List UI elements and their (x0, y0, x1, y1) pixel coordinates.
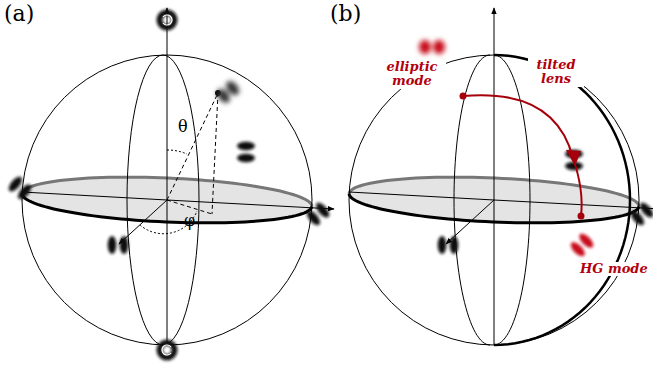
hg-mode-icon (628, 201, 653, 228)
angle-arc (140, 211, 197, 234)
donut-ring (160, 343, 175, 358)
hg-mode-icon (108, 236, 128, 254)
axis (494, 200, 653, 209)
transformation-arc (463, 95, 573, 158)
general-mode-icon (214, 79, 241, 105)
angle-label: φ (184, 212, 195, 230)
mode-sphere (348, 8, 653, 345)
dashed-line (212, 93, 218, 214)
elliptic-mode-icon (419, 40, 445, 54)
axis (494, 8, 495, 200)
state-point (578, 213, 585, 220)
mode-lobe (568, 240, 587, 259)
donut-ring (160, 13, 175, 28)
meridian (454, 55, 490, 345)
axis (167, 200, 334, 209)
mode-lobe (237, 154, 255, 162)
hg-mode-icon (304, 201, 331, 228)
rotation-arrow (163, 15, 172, 25)
transformation-label: tilted lens (528, 58, 584, 87)
axis (349, 192, 494, 200)
mode-lobe (224, 79, 242, 98)
vortex-mode (160, 343, 175, 358)
mode-lobe (120, 236, 128, 254)
mode-lobe (237, 142, 255, 150)
mode-lobe (433, 40, 445, 54)
axis (494, 200, 495, 345)
transformation-arrowhead (566, 150, 581, 166)
angle-arc (167, 150, 187, 154)
red-hg-mode-icon (568, 231, 595, 258)
axis (167, 8, 168, 200)
mode-lobe (628, 208, 646, 227)
transformation-arc (573, 158, 582, 216)
state-point (460, 93, 467, 100)
mode-lobe (304, 208, 322, 227)
mode-lobe (438, 236, 446, 254)
mode-lobe (108, 236, 116, 254)
mode-sphere (6, 8, 334, 358)
vortex-mode (160, 13, 175, 28)
hg-mode-icon (6, 175, 33, 202)
angle-label: θ (178, 118, 188, 136)
mode-lobe (419, 40, 431, 54)
mode-label: elliptic mode (378, 60, 446, 89)
mode-label: HG mode (578, 262, 650, 276)
hg-mode-icon (438, 236, 458, 254)
panel-label: (b) (330, 2, 361, 26)
axis (167, 200, 168, 345)
rotation-arrow (162, 345, 171, 355)
axis (22, 192, 167, 200)
dashed-line (167, 93, 218, 200)
hg-mode-icon (565, 150, 583, 170)
mode-lobe (450, 236, 458, 254)
mode-lobe (16, 182, 34, 201)
panel-label: (a) (4, 2, 34, 26)
hg-mode-icon (237, 142, 255, 162)
